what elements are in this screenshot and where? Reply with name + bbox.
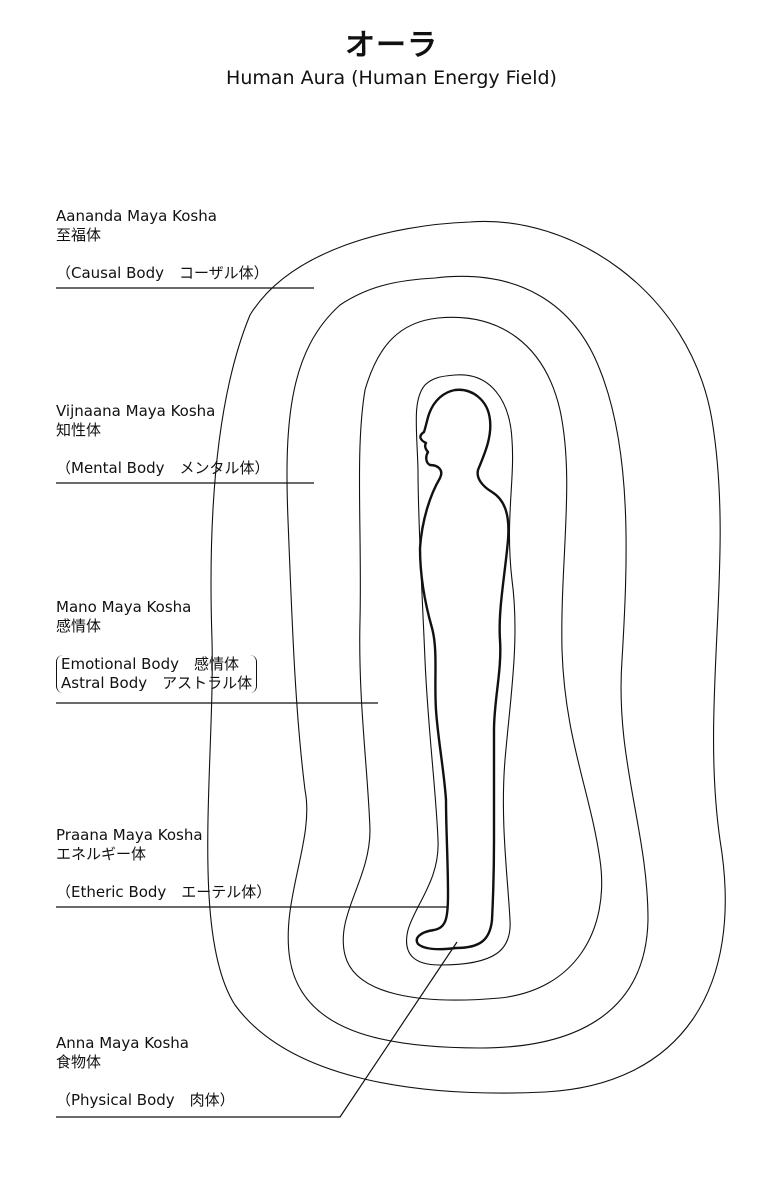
etheric-body-outline <box>406 374 516 966</box>
etheric-body-label: Praana Maya Kosha エネルギー体 （Etheric Body エ… <box>56 826 271 902</box>
emotional-body-label: Mano Maya Kosha 感情体 Emotional Body 感情体 A… <box>56 598 258 693</box>
physical-body-label: Anna Maya Kosha 食物体 （Physical Body 肉体） <box>56 1034 235 1110</box>
layer-body-names: Emotional Body 感情体 Astral Body アストラル体 <box>56 655 258 693</box>
layer-body-name: （Mental Body メンタル体） <box>56 459 270 477</box>
layer-name-jp: エネルギー体 <box>56 845 147 863</box>
layer-name: Praana Maya Kosha <box>56 826 203 844</box>
layer-body-name-astral: Astral Body アストラル体 <box>61 674 253 692</box>
layer-name: Mano Maya Kosha <box>56 598 192 616</box>
layer-body-name-emotional: Emotional Body 感情体 <box>61 655 239 673</box>
diagram-title: オーラ <box>345 28 438 63</box>
physical-body-silhouette <box>415 388 510 951</box>
layer-name: Vijnaana Maya Kosha <box>56 402 216 420</box>
diagram-subtitle: Human Aura (Human Energy Field) <box>226 67 557 89</box>
layer-body-name: （Physical Body 肉体） <box>56 1091 235 1109</box>
layer-name-jp: 至福体 <box>56 226 102 244</box>
mental-body-label: Vijnaana Maya Kosha 知性体 （Mental Body メンタ… <box>56 402 270 478</box>
layer-name: Aananda Maya Kosha <box>56 207 217 225</box>
layer-body-name: （Causal Body コーザル体） <box>56 264 269 282</box>
physical-leader-line <box>56 941 458 1118</box>
causal-body-outline <box>207 220 726 1094</box>
layer-name-jp: 知性体 <box>56 421 102 439</box>
layer-name-jp: 食物体 <box>56 1053 102 1071</box>
mental-body-outline <box>286 275 649 1049</box>
causal-body-label: Aananda Maya Kosha 至福体 （Causal Body コーザル… <box>56 207 269 283</box>
layer-body-name: （Etheric Body エーテル体） <box>56 883 272 901</box>
emotional-body-outline <box>342 316 603 1001</box>
layer-name: Anna Maya Kosha <box>56 1034 189 1052</box>
layer-name-jp: 感情体 <box>56 617 102 635</box>
